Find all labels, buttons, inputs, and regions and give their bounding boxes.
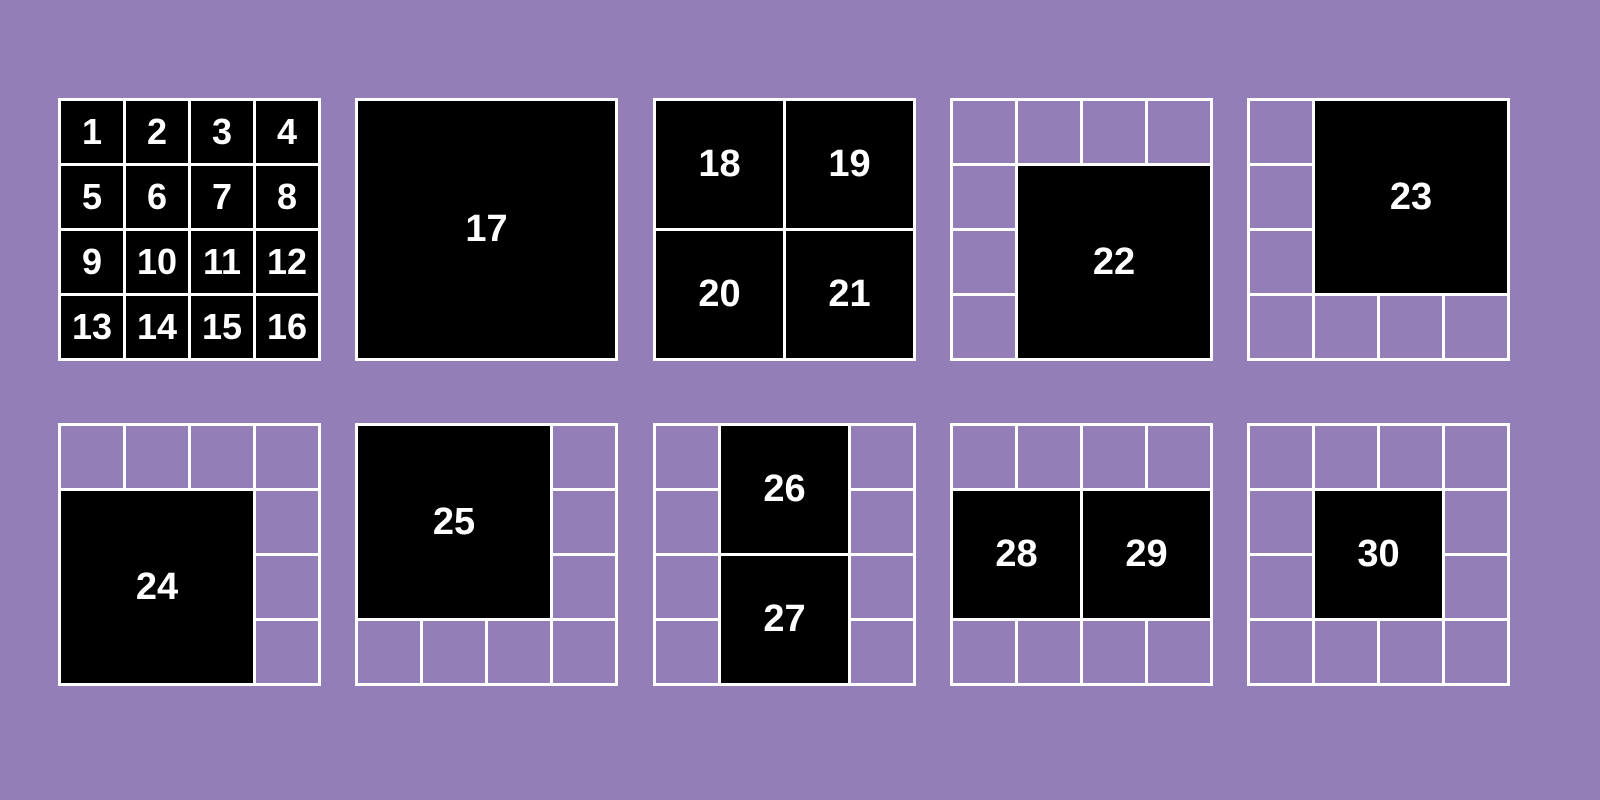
tile-28: 28 [953,491,1080,618]
empty-cell [256,621,318,683]
empty-cell [256,426,318,488]
empty-cell [851,491,913,553]
empty-cell [1018,101,1080,163]
empty-cell [656,491,718,553]
empty-cell [656,621,718,683]
empty-cell [656,426,718,488]
empty-cell [256,491,318,553]
tile-12: 12 [256,231,318,293]
empty-cell [1018,426,1080,488]
empty-cell [423,621,485,683]
layout-panel-2: 17 [355,98,618,361]
tile-5: 5 [61,166,123,228]
empty-cell [953,231,1015,293]
tile-14: 14 [126,296,188,358]
empty-cell [1083,621,1145,683]
tile-6: 6 [126,166,188,228]
empty-cell [1250,231,1312,293]
tile-18: 18 [656,101,783,228]
tile-13: 13 [61,296,123,358]
tile-27: 27 [721,556,848,683]
tile-3: 3 [191,101,253,163]
tile-7: 7 [191,166,253,228]
empty-cell [953,296,1015,358]
empty-cell [1445,296,1507,358]
empty-cell [953,101,1015,163]
tile-15: 15 [191,296,253,358]
tile-11: 11 [191,231,253,293]
empty-cell [851,556,913,618]
empty-cell [953,621,1015,683]
empty-cell [1445,491,1507,553]
empty-cell [1445,426,1507,488]
empty-cell [256,556,318,618]
empty-cell [1148,101,1210,163]
empty-cell [1315,296,1377,358]
empty-cell [1315,621,1377,683]
layout-panel-4: 22 [950,98,1213,361]
layout-panel-10: 30 [1247,423,1510,686]
empty-cell [1083,101,1145,163]
layout-panel-7: 25 [355,423,618,686]
tile-25: 25 [358,426,550,618]
empty-cell [553,556,615,618]
empty-cell [1250,296,1312,358]
empty-cell [1445,621,1507,683]
empty-cell [553,426,615,488]
layout-panel-6: 24 [58,423,321,686]
empty-cell [851,426,913,488]
empty-cell [61,426,123,488]
tile-8: 8 [256,166,318,228]
empty-cell [953,426,1015,488]
tile-17: 17 [358,101,615,358]
empty-cell [1148,426,1210,488]
empty-cell [1148,621,1210,683]
empty-cell [1380,426,1442,488]
tile-26: 26 [721,426,848,553]
empty-cell [1380,621,1442,683]
empty-cell [1083,426,1145,488]
empty-cell [1250,621,1312,683]
empty-cell [1250,101,1312,163]
empty-cell [1315,426,1377,488]
empty-cell [656,556,718,618]
empty-cell [191,426,253,488]
empty-cell [1250,426,1312,488]
tile-30: 30 [1315,491,1442,618]
empty-cell [553,491,615,553]
empty-cell [358,621,420,683]
empty-cell [1250,556,1312,618]
tile-16: 16 [256,296,318,358]
tile-21: 21 [786,231,913,358]
tile-10: 10 [126,231,188,293]
tile-1: 1 [61,101,123,163]
empty-cell [488,621,550,683]
empty-cell [1018,621,1080,683]
tile-29: 29 [1083,491,1210,618]
tile-19: 19 [786,101,913,228]
empty-cell [1250,491,1312,553]
tile-9: 9 [61,231,123,293]
tile-20: 20 [656,231,783,358]
tile-23: 23 [1315,101,1507,293]
tile-22: 22 [1018,166,1210,358]
layout-panel-5: 23 [1247,98,1510,361]
tile-2: 2 [126,101,188,163]
empty-cell [553,621,615,683]
empty-cell [1250,166,1312,228]
empty-cell [1380,296,1442,358]
empty-cell [126,426,188,488]
tile-4: 4 [256,101,318,163]
empty-cell [1445,556,1507,618]
tile-24: 24 [61,491,253,683]
empty-cell [851,621,913,683]
empty-cell [953,166,1015,228]
